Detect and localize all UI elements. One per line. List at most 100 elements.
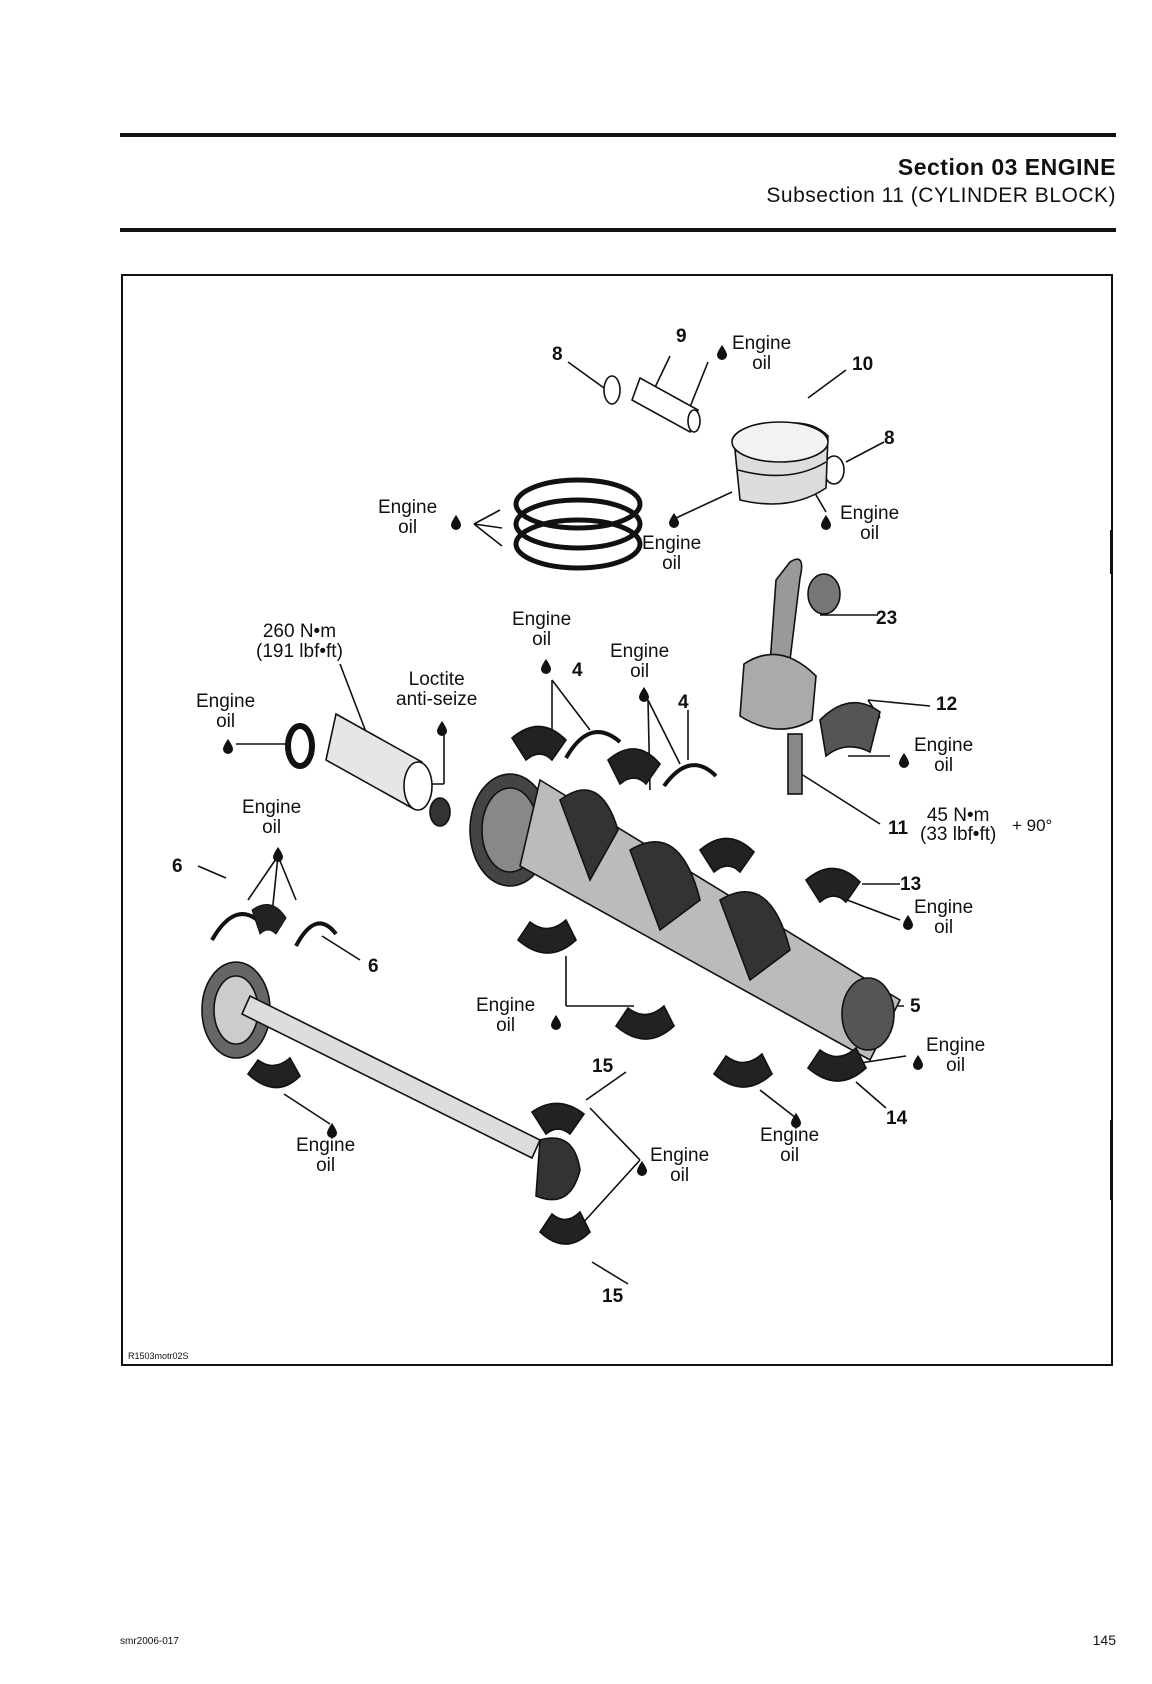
oil-drop-icon [912, 1054, 924, 1073]
page-number: 145 [1092, 1632, 1116, 1648]
engine-oil-label: Engine oil [512, 609, 572, 650]
leader-15-oil-b [581, 1159, 641, 1225]
engine-oil-label: Engine oil [732, 333, 792, 374]
leader-ring-2 [473, 523, 503, 529]
part-number-4: 4 [572, 660, 583, 681]
engine-oil-label: Engine oil [840, 503, 900, 544]
header-rule-top [120, 133, 1116, 137]
part-number-9: 9 [676, 326, 687, 347]
part-number-6-left: 6 [172, 856, 183, 877]
crank-seal [285, 723, 315, 769]
part-number-6: 6 [368, 956, 379, 977]
oil-drop-icon [716, 344, 728, 363]
leader-15a [585, 1071, 627, 1101]
piston-rings [513, 477, 643, 571]
document-code: smr2006-017 [120, 1636, 179, 1647]
part-number-13: 13 [900, 874, 922, 895]
rod-bearing [819, 701, 881, 758]
part-number-4-right: 4 [678, 692, 689, 713]
crankshaft [469, 773, 902, 1062]
leader-12a [867, 699, 931, 707]
oil-drop-icon [898, 752, 910, 771]
leader-10 [807, 369, 847, 399]
rod-bolt [787, 733, 803, 795]
oil-drop-icon [272, 846, 284, 865]
part-number-23: 23 [876, 608, 898, 629]
part-number-11: 11 [888, 818, 909, 839]
oil-drop-icon [902, 914, 914, 933]
leader-14-oil-b [759, 1089, 797, 1119]
oil-drop-icon [820, 514, 832, 533]
part-number-5: 5 [910, 996, 921, 1017]
part-number-12: 12 [936, 694, 958, 715]
oil-drop-icon [540, 658, 552, 677]
leader-15-oil-a [589, 1107, 641, 1161]
leader-piston-oil [675, 491, 733, 519]
leader-6-right [321, 935, 361, 961]
crank-gear-hub [325, 712, 451, 827]
angle-label: + 90° [1012, 816, 1053, 835]
leader-8b [845, 441, 885, 463]
leader-14 [855, 1081, 887, 1109]
leader-9b [687, 361, 709, 413]
main-bearings-top [510, 725, 862, 904]
loctite-label: Loctite anti-seize [396, 669, 478, 710]
leader-6-left [197, 865, 227, 879]
oil-drop-icon [636, 1160, 648, 1179]
leader-torque-crank [339, 663, 367, 733]
part-number-10: 10 [852, 354, 874, 375]
engine-oil-label: Engine oil [476, 995, 536, 1036]
part-number-15: 15 [592, 1056, 614, 1077]
connecting-rod [739, 558, 841, 795]
engine-oil-label: Engine oil [914, 735, 974, 776]
engine-oil-label: Engine oil [242, 797, 302, 838]
leader-4b [551, 679, 591, 731]
rod-bushing [807, 573, 841, 615]
leader-11 [797, 771, 881, 825]
header-rule-bottom [120, 228, 1116, 232]
oil-drop-icon [668, 512, 680, 531]
engine-oil-label: Engine oil [760, 1125, 820, 1166]
leader-15b [591, 1261, 629, 1285]
oil-drop-icon [222, 738, 234, 757]
exploded-view-figure [121, 274, 1113, 1366]
engine-oil-label: Engine oil [650, 1145, 710, 1186]
part-number-15-bottom: 15 [602, 1286, 624, 1307]
part-number-14: 14 [886, 1108, 908, 1129]
leader-ring-1 [473, 509, 501, 525]
piston [731, 421, 829, 505]
oil-drop-icon [450, 514, 462, 533]
oil-drop-icon [436, 720, 448, 739]
oil-drop-icon [790, 1112, 802, 1131]
engine-oil-label: Engine oil [196, 691, 256, 732]
leader-8a [567, 361, 605, 389]
oil-drop-icon [550, 1014, 562, 1033]
subsection-title: Subsection 11 (CYLINDER BLOCK) [766, 184, 1116, 207]
engine-oil-label: Engine oil [642, 533, 702, 574]
leader-6b [271, 855, 279, 915]
torque-label-rod-bolt: 45 N•m (33 lbf•ft) [920, 805, 997, 845]
leader-bal-oil [283, 1093, 331, 1125]
thrust-washers-4 [564, 730, 718, 788]
balance-bearing-top [251, 904, 287, 935]
section-title: Section 03 ENGINE [897, 154, 1116, 180]
leader-6a [247, 855, 279, 901]
main-bearings-bottom [516, 918, 867, 1088]
balance-shaft [201, 961, 581, 1201]
torque-label-crank-bolt: 260 N•m (191 lbf•ft) [256, 621, 343, 662]
part-number-8: 8 [552, 344, 563, 365]
engine-oil-label: Engine oil [610, 641, 670, 682]
piston-pin [603, 375, 845, 485]
leader-ring-3 [473, 523, 503, 547]
engine-oil-label: Engine oil [296, 1135, 356, 1176]
figure-code: R1503motr02S [128, 1351, 189, 1361]
oil-drop-icon [326, 1122, 338, 1141]
leader-6c [277, 855, 297, 901]
engine-oil-label: Engine oil [914, 897, 974, 938]
oil-drop-icon [638, 686, 650, 705]
balance-bearings-15 [530, 1102, 591, 1245]
part-number-8-right: 8 [884, 428, 895, 449]
engine-oil-label: Engine oil [378, 497, 438, 538]
leader-4d [647, 699, 681, 765]
